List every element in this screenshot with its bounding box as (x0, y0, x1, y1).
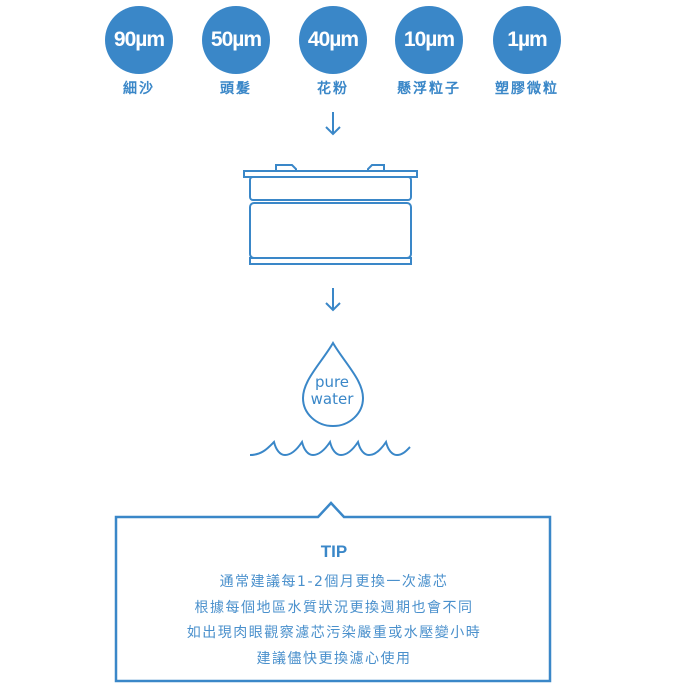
tip-line: 通常建議每1-2個月更換一次濾芯 (219, 574, 449, 590)
particle-label: 懸浮粒子 (397, 81, 461, 97)
drop-text-line: pure (314, 373, 350, 391)
tip-title: TIP (320, 542, 348, 561)
tip-line: 根據每個地區水質狀況更換週期也會不同 (194, 600, 474, 616)
pure-water-label: pure water (300, 374, 364, 408)
water-drop-icon (301, 341, 365, 427)
particle-label: 花粉 (317, 81, 349, 97)
tip-line: 如出現肉眼觀察濾芯污染嚴重或水壓變小時 (186, 625, 482, 641)
particle-size-circle: 50µm (202, 6, 270, 74)
particle-size-circle: 1µm (493, 6, 561, 74)
filter-cartridge-icon (243, 164, 418, 265)
tip-box-border (114, 501, 552, 683)
arrow-down-icon (325, 288, 341, 312)
particle-label: 細沙 (123, 81, 155, 97)
drop-text-line: water (310, 390, 354, 408)
particle-size-circle: 40µm (299, 6, 367, 74)
waves-icon (249, 439, 411, 457)
tip-line: 建議儘快更換濾心使用 (256, 651, 412, 667)
particle-size-circle: 90µm (105, 6, 173, 74)
particle-label: 頭髮 (220, 81, 252, 97)
arrow-down-icon (325, 112, 341, 136)
particle-label: 塑膠微粒 (495, 81, 559, 97)
particle-size-circle: 10µm (395, 6, 463, 74)
